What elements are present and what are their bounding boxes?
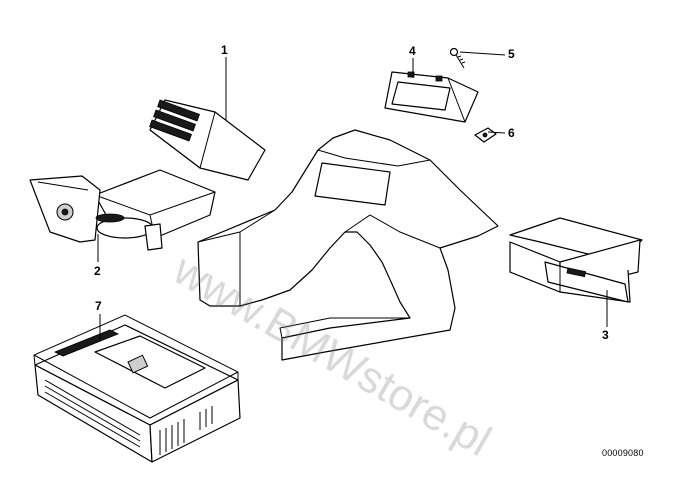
- part-3-storage-box: [509, 217, 643, 303]
- callout-5: 5: [508, 47, 515, 61]
- part-7-cd-changer: [33, 314, 241, 463]
- part-4-holder-tray: [384, 71, 479, 123]
- callout-7: 7: [95, 299, 102, 313]
- callout-6: 6: [508, 126, 515, 140]
- center-console: [197, 129, 499, 361]
- part-1-cassette-holder: [149, 99, 266, 181]
- callout-4: 4: [409, 44, 416, 58]
- part-6-clip-nut: [474, 127, 497, 143]
- part-5-screw: [449, 47, 466, 69]
- leader-lines: [97, 51, 608, 340]
- part-2-cd-holder: [29, 169, 216, 251]
- callout-3: 3: [602, 328, 609, 342]
- callout-1: 1: [221, 43, 228, 57]
- callout-2: 2: [94, 264, 101, 278]
- reference-number: 00009080: [602, 448, 644, 458]
